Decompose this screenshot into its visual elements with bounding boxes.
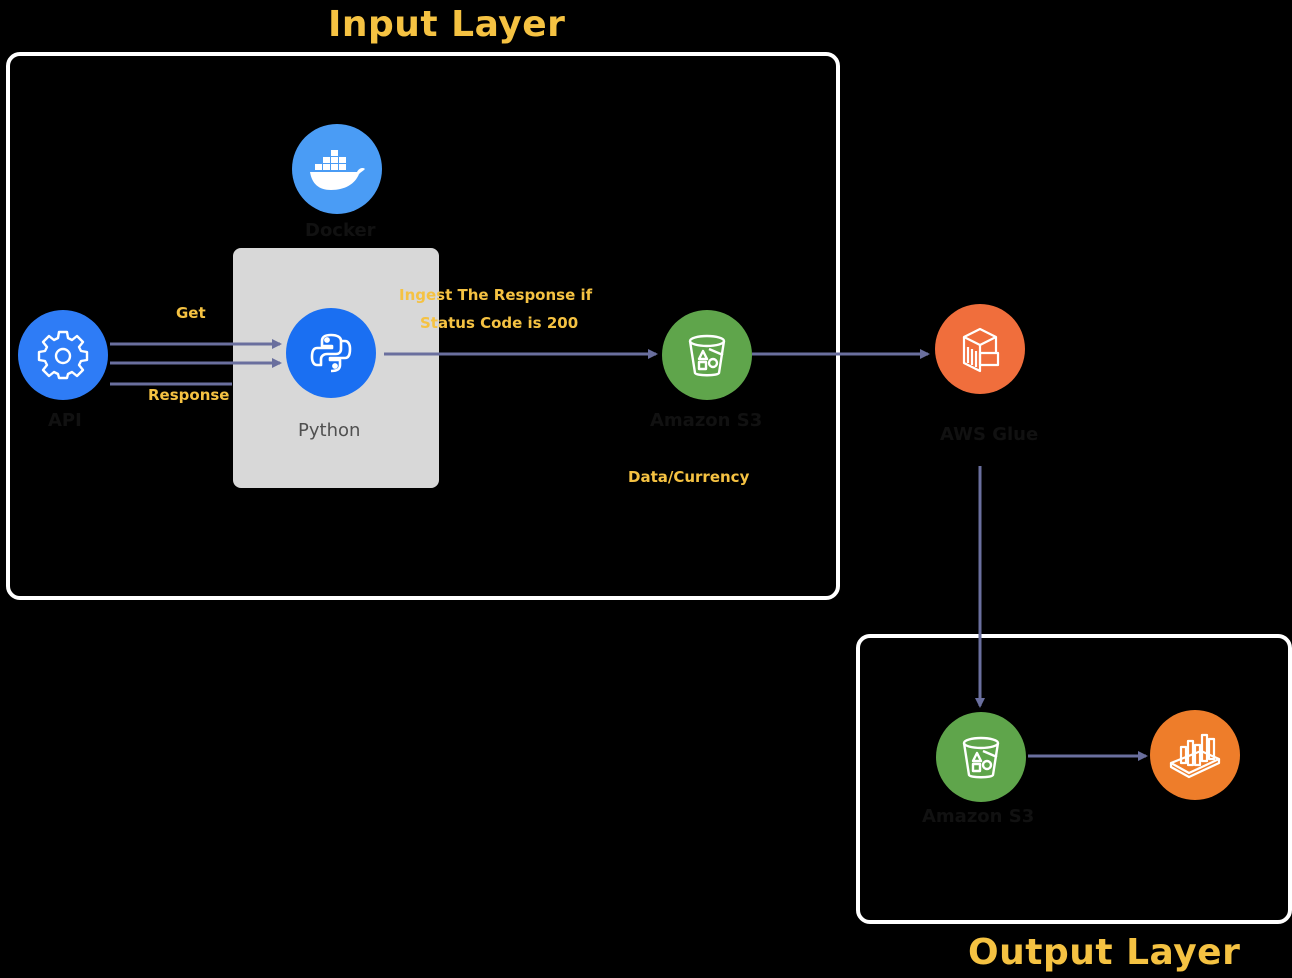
glue-icon xyxy=(962,327,1000,373)
api-label: API xyxy=(48,410,82,431)
python-icon xyxy=(310,333,352,373)
input-layer-frame xyxy=(6,52,840,600)
s3-raw-label: Amazon S3 xyxy=(650,410,763,431)
output-layer-title: Output Layer xyxy=(968,932,1241,973)
s3-raw-node[interactable] xyxy=(662,310,752,400)
docker-label: Docker xyxy=(305,220,376,241)
ingest-label-line2: Status Code is 200 xyxy=(420,314,579,332)
docker-whale-icon xyxy=(310,150,365,190)
docker-node[interactable] xyxy=(292,124,382,214)
python-node[interactable] xyxy=(286,308,376,398)
s3-bucket-icon xyxy=(962,736,1000,779)
data-currency-label: Data/Currency xyxy=(628,468,750,486)
input-layer-title: Input Layer xyxy=(328,4,566,45)
s3-curated-label: Amazon S3 xyxy=(922,806,1035,827)
s3-curated-node[interactable] xyxy=(936,712,1026,802)
get-label: Get xyxy=(176,304,206,322)
glue-node[interactable] xyxy=(935,304,1025,394)
python-label: Python xyxy=(298,420,361,441)
ingest-label-line1: Ingest The Response if xyxy=(399,286,593,304)
gear-icon xyxy=(37,330,89,380)
api-node[interactable] xyxy=(18,310,108,400)
glue-label: AWS Glue xyxy=(940,424,1039,445)
quicksight-node[interactable] xyxy=(1150,710,1240,800)
s3-bucket-icon xyxy=(688,334,726,377)
response-label: Response xyxy=(148,386,230,404)
quicksight-chart-icon xyxy=(1169,733,1221,779)
output-layer-frame xyxy=(856,634,1292,924)
